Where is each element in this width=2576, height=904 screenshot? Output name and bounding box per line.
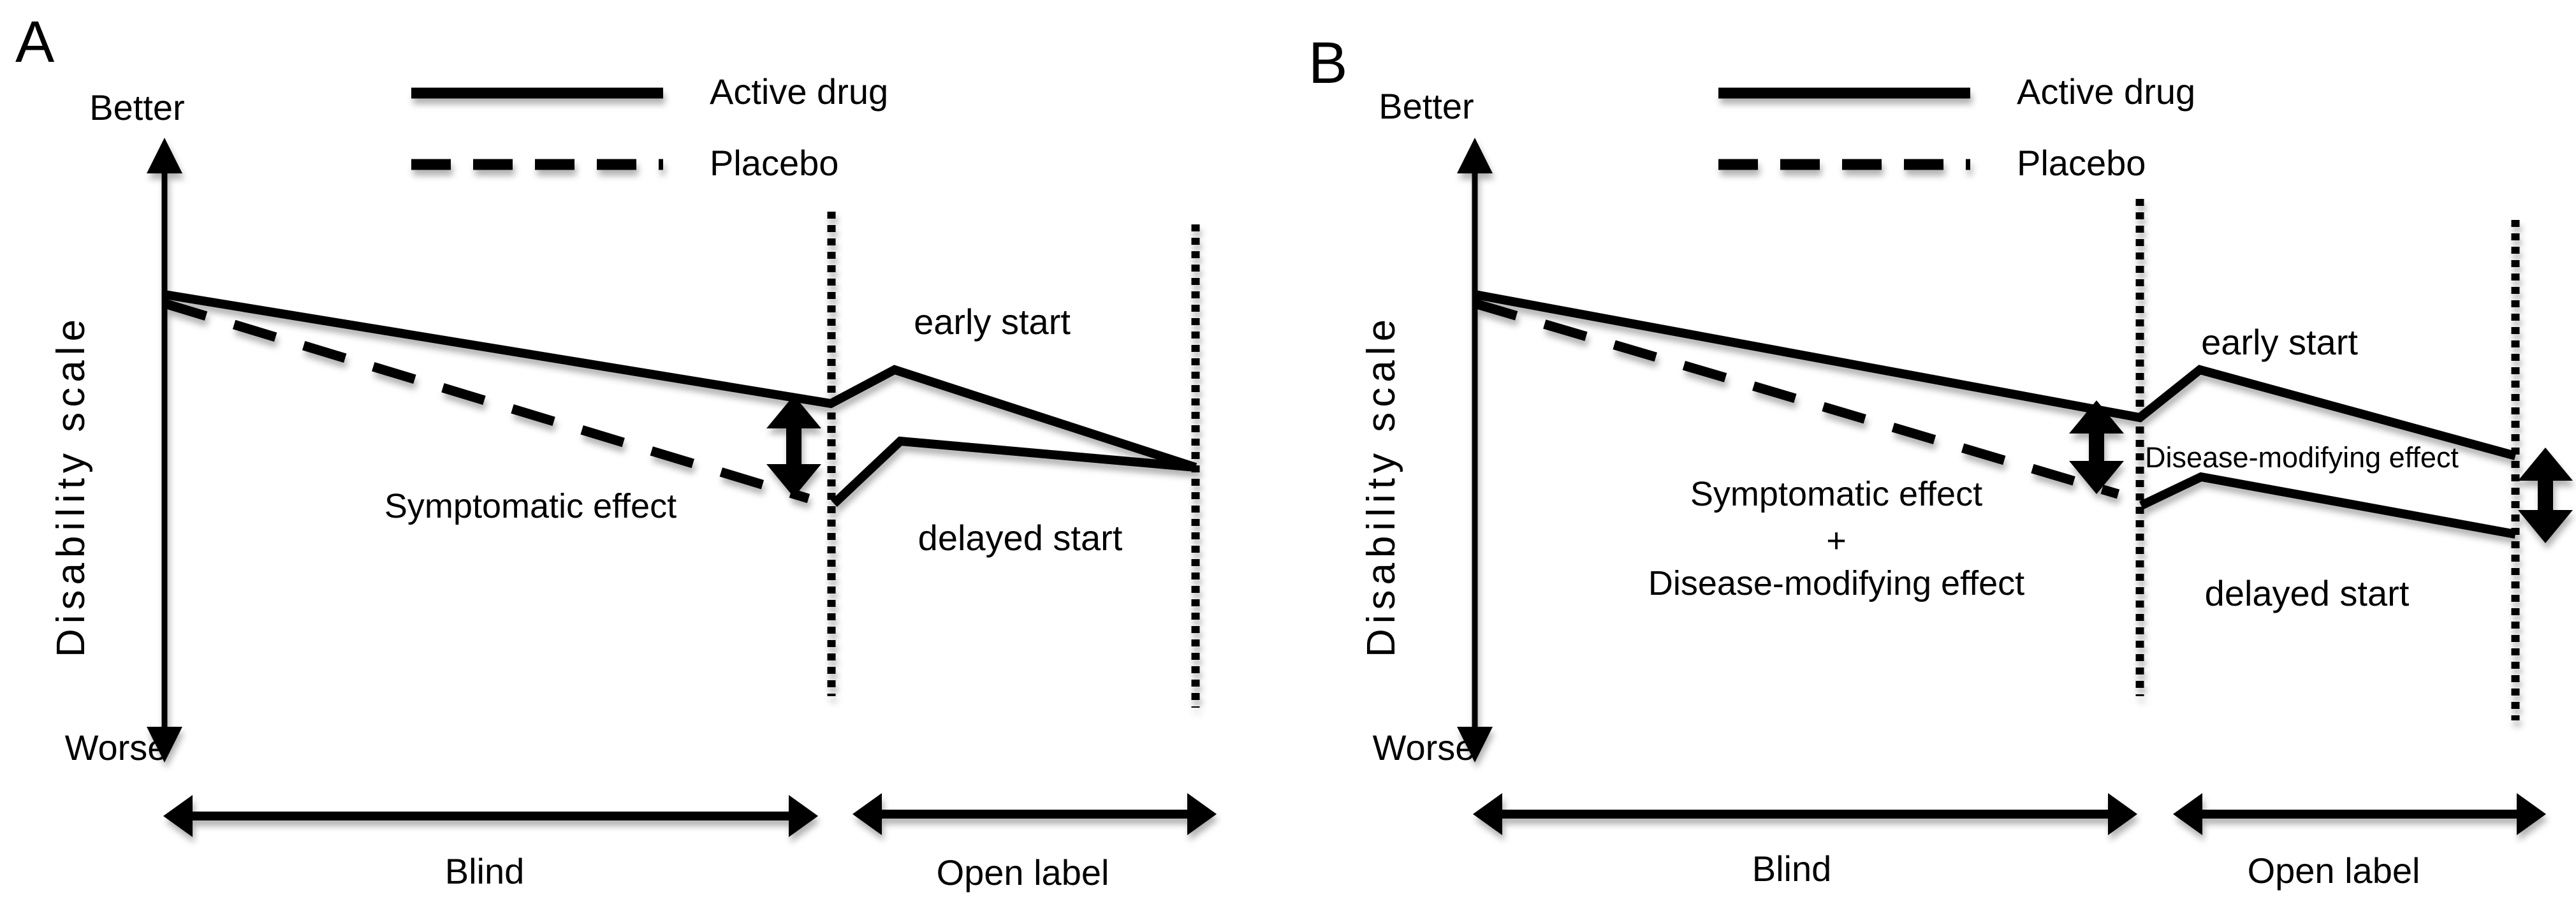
- better-label-a: Better: [89, 87, 184, 128]
- disability-scale-axis-label-a: Disability scale: [49, 314, 93, 657]
- active-drug-early-start-line-a: [163, 290, 1197, 472]
- panel-a-label: A: [15, 10, 55, 75]
- disability-axis-arrow-a: [147, 138, 182, 762]
- panel-a-labels: A Better Disability scale Worse Active d…: [15, 10, 1123, 893]
- symptomatic-effect-label-a: Symptomatic effect: [384, 487, 677, 525]
- legend-placebo-label-a: Placebo: [710, 143, 838, 183]
- placebo-line-b: [1473, 298, 2120, 499]
- panel-b-labels: B Better Disability scale Worse Active d…: [1308, 31, 2459, 891]
- symptomatic-gap-arrow-a: [766, 395, 821, 497]
- early-start-label-b: early start: [2201, 322, 2358, 362]
- panel-b-shapes: [1457, 87, 2573, 835]
- worse-label-a: Worse: [65, 727, 168, 768]
- delayed-start-line-b: [2139, 472, 2517, 539]
- open-label-phase-label-a: Open label: [937, 852, 1109, 893]
- panel-a-shapes: [147, 87, 1217, 837]
- combined-effect-line1-label-b: Symptomatic effect: [1690, 475, 1982, 513]
- disease-modifying-gap-arrow-b: [2518, 448, 2573, 543]
- legend-placebo-label-b: Placebo: [2017, 143, 2146, 183]
- panel-b-label: B: [1308, 31, 1347, 96]
- worse-label-b: Worse: [1373, 727, 1475, 768]
- better-label-b: Better: [1379, 86, 1474, 126]
- combined-effect-gap-arrow-b: [2069, 400, 2124, 494]
- open-label-phase-arrow-a: [853, 793, 1217, 835]
- placebo-line-a: [163, 298, 810, 504]
- blind-phase-label-b: Blind: [1752, 849, 1832, 889]
- open-label-phase-arrow-b: [2173, 793, 2546, 835]
- disease-modifying-effect-label-b: Disease-modifying effect: [2145, 441, 2459, 474]
- legend-active-drug-label-b: Active drug: [2017, 71, 2195, 112]
- disability-scale-axis-label-b: Disability scale: [1359, 314, 1403, 657]
- disability-axis-arrow-b: [1457, 138, 1493, 762]
- early-start-label-a: early start: [914, 302, 1071, 342]
- delayed-start-label-a: delayed start: [918, 518, 1123, 558]
- combined-effect-line3-label-b: Disease-modifying effect: [1648, 564, 2024, 602]
- blind-phase-label-a: Blind: [445, 851, 525, 891]
- legend-active-drug-label-a: Active drug: [710, 71, 888, 112]
- blind-phase-arrow-b: [1473, 793, 2137, 835]
- blind-phase-arrow-a: [163, 795, 818, 837]
- open-label-phase-label-b: Open label: [2248, 850, 2420, 891]
- combined-effect-line2-label-b: +: [1826, 521, 1847, 560]
- delayed-start-label-b: delayed start: [2205, 573, 2410, 613]
- delayed-start-line-a: [831, 436, 1196, 507]
- active-drug-early-start-line-b: [1474, 290, 2517, 460]
